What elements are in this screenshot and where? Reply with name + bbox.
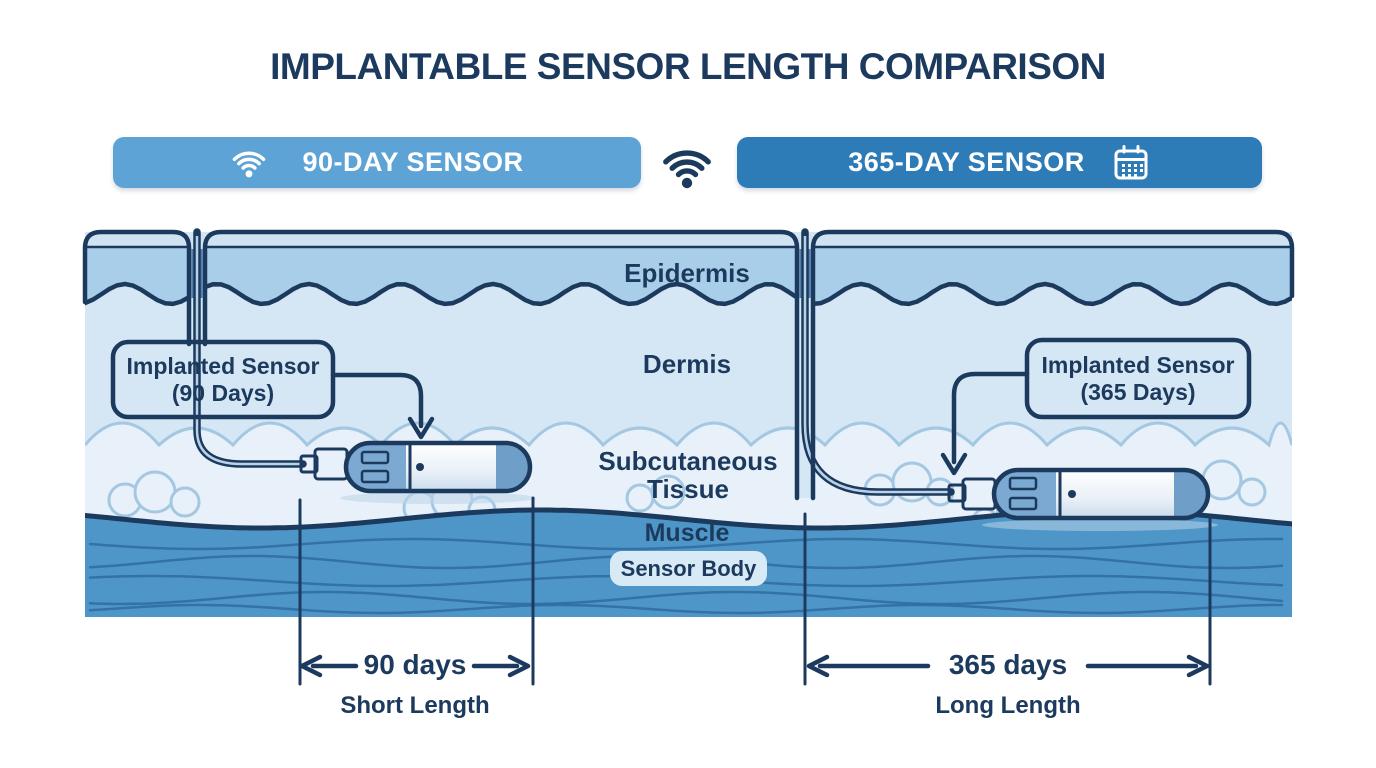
tissue-layers: [85, 232, 1292, 617]
epidermis-boundary-line: [85, 281, 1292, 307]
badge-365-day-label: 365-DAY SENSOR: [848, 147, 1085, 177]
callout-90day-line2: (90 Days): [171, 379, 275, 406]
callout-text-90day: Implanted Sensor (90 Days): [113, 342, 333, 417]
sensor-indicator-dot: [1068, 490, 1076, 498]
sensor-contact-pin: [360, 450, 390, 465]
label-subcutaneous-tissue: Subcutaneous Tissue: [598, 446, 778, 504]
wifi-icon: [233, 151, 266, 178]
dimension-label-long-length: Long Length: [935, 692, 1081, 719]
dimension-value-365days: 365 days: [948, 649, 1068, 680]
dimension-arrow-90days: [299, 654, 531, 678]
badge-365-day-sensor: 365-DAY SENSOR: [737, 137, 1262, 188]
epidermis-layer: [85, 234, 1292, 307]
dimension-value-90days: 90 days: [363, 649, 467, 680]
calendar-icon: [1114, 144, 1148, 179]
dimension-extension-lines: [298, 496, 1212, 686]
label-muscle: Muscle: [644, 519, 730, 547]
sensor-device-365day: [947, 467, 1211, 521]
sensor-contact-pin: [360, 469, 390, 484]
sensor-contact-pin: [1008, 496, 1038, 511]
dimension-arrow-365days: [806, 654, 1210, 678]
label-dermis: Dermis: [642, 349, 732, 379]
sensor-connector-small: [947, 483, 967, 503]
sensor-body-pill: Sensor Body: [610, 551, 767, 586]
panel-border-right: [810, 229, 1295, 501]
callout-arrow-left: [330, 372, 435, 440]
panel-border-left: [82, 229, 192, 347]
muscle-fiber-lines: [88, 537, 1284, 615]
label-epidermis: Epidermis: [624, 258, 750, 288]
sensor-contact-pin: [1008, 476, 1038, 491]
panel-border-middle: [202, 229, 800, 501]
page-title: IMPLANTABLE SENSOR LENGTH COMPARISON: [270, 46, 1106, 87]
callout-90day-line1: Implanted Sensor: [126, 352, 320, 379]
callout-365day-line2: (365 Days): [1080, 378, 1196, 405]
wifi-icon: [663, 150, 711, 189]
sensor-lead-wire-left: [193, 228, 307, 468]
sensor-connector-small: [299, 454, 319, 474]
callout-365day-line1: Implanted Sensor: [1041, 351, 1235, 378]
subcutaneous-boundary-line: [85, 421, 1292, 448]
sensor-device-90day: [299, 440, 533, 494]
badge-90-day-sensor: 90-DAY SENSOR: [113, 137, 641, 188]
dimension-label-short-length: Short Length: [340, 692, 490, 719]
sensor-lead-wire-right: [801, 228, 955, 496]
badge-90-day-label: 90-DAY SENSOR: [302, 147, 524, 177]
panel-borders: [82, 229, 1295, 501]
callout-text-365day: Implanted Sensor (365 Days): [1027, 340, 1249, 417]
callout-box-365day: [1024, 337, 1252, 420]
sensor-shadow-left: [340, 492, 536, 504]
sensor-shadow-right: [982, 519, 1218, 531]
calendar-grid-dots: [1121, 163, 1143, 177]
callout-box-90day: [110, 339, 336, 420]
sensor-indicator-dot: [416, 463, 424, 471]
callout-arrow-right: [940, 371, 1030, 476]
